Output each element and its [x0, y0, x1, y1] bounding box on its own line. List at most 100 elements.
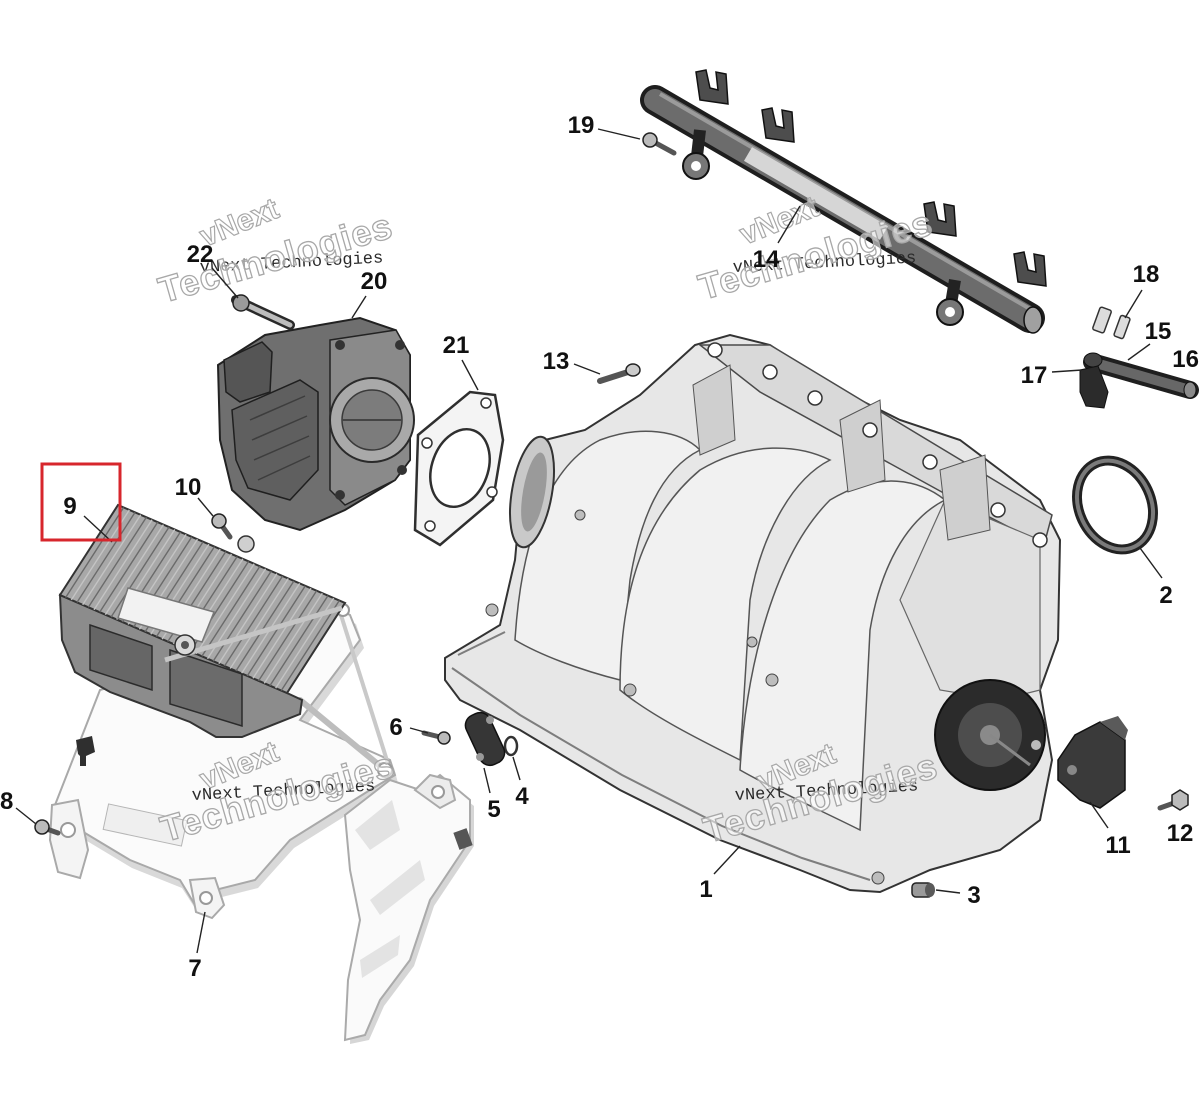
callout-22: 22 [187, 241, 214, 268]
leader-20 [351, 295, 367, 319]
callout-10: 10 [175, 474, 202, 501]
manifold-hole-4 [746, 636, 758, 648]
bolt-19-head [642, 132, 658, 148]
callout-11: 11 [1105, 832, 1130, 859]
callout-4: 4 [515, 783, 529, 810]
ecm-fin [263, 592, 323, 684]
callout-8: 8 [0, 788, 13, 815]
mounting-bracket-lower [343, 773, 474, 1044]
bracket-label-plate [102, 803, 188, 847]
leader-21 [461, 359, 479, 391]
callout-labels: 1 2 3 4 5 6 7 8 9 10 11 12 13 14 15 16 1… [0, 112, 1199, 982]
leader-7 [196, 911, 206, 954]
ecm-fin [65, 507, 125, 598]
lower-bracket-fold-2 [370, 860, 425, 915]
gasket-21-hole-1 [421, 437, 433, 449]
ecm-connector-a [89, 623, 153, 692]
gasket-21-hole-3 [486, 486, 498, 498]
manifold-plenum-panel-2 [839, 399, 886, 493]
leader-9 [83, 515, 113, 543]
fuel-rail-ear-hole-1 [691, 161, 701, 171]
ecm-fin [201, 565, 261, 657]
callout-14: 14 [753, 246, 780, 273]
ecm-fin [229, 578, 289, 669]
manifold-boss-7 [1032, 532, 1048, 548]
leader-13 [573, 363, 601, 375]
manifold-runner-c [739, 480, 947, 832]
grommet-5-hole-bottom [476, 753, 484, 761]
callout-19: 19 [568, 112, 595, 139]
clip-18-a [1092, 306, 1112, 334]
leader-15 [1127, 343, 1151, 361]
throttle-flange-hole-4 [335, 490, 345, 500]
throttle-flange-hole-3 [397, 465, 407, 475]
ecm-mount-boss-hole [181, 641, 189, 649]
gasket-21-bore [429, 427, 491, 509]
leader-2 [1139, 547, 1163, 579]
ecm-mount-tab [237, 535, 255, 553]
bracket-hole-bottom [199, 891, 213, 905]
throttle-motor-cover [231, 379, 319, 501]
callout-1: 1 [699, 876, 712, 903]
bolt-13 [597, 363, 641, 384]
fitting-22-hex [232, 294, 250, 312]
fuel-rail-mid-section [743, 147, 889, 240]
retaining-clips-18 [1092, 306, 1131, 340]
fuel-rail-14 [640, 69, 1047, 334]
bolt-12 [1157, 789, 1189, 811]
fuel-rail-end-cap [1023, 306, 1043, 334]
throttle-rib-3 [253, 435, 310, 461]
ecm-connector-b [169, 648, 243, 728]
throttle-cover-shaft [989, 733, 1031, 767]
seal-ring-2 [1072, 455, 1158, 555]
leader-4 [512, 756, 521, 781]
grommet-5-hole-top [486, 716, 494, 724]
seal-ring-2-inner [1075, 458, 1155, 552]
ecm-fin [82, 514, 142, 606]
throttle-rib-1 [249, 395, 306, 421]
leader-10 [197, 497, 214, 517]
ecm-fin [269, 595, 329, 687]
bolt-8 [34, 819, 61, 836]
lower-bracket-clip [453, 828, 473, 850]
leader-8 [15, 807, 37, 825]
throttle-cover-screw [1031, 740, 1041, 750]
bracket-arm-rod-edge [338, 611, 392, 771]
ecm-fin [212, 570, 272, 662]
ecm-fin [252, 587, 312, 679]
callout-18: 18 [1133, 261, 1160, 288]
bolt-6 [421, 730, 451, 745]
bolt-6-shank [421, 730, 443, 740]
manifold-boss-1 [707, 342, 723, 358]
ecm-fin [76, 511, 136, 603]
callout-17: 17 [1021, 362, 1048, 389]
leader-14 [777, 205, 801, 244]
manifold-boss-6 [990, 502, 1006, 518]
fuel-rail-ear-hole-2 [945, 307, 955, 317]
lower-bracket-fold-1 [355, 800, 400, 850]
fuel-rail-fork-2 [761, 107, 795, 143]
throttle-flange-hole-1 [335, 340, 345, 350]
throttle-body-20 [216, 316, 415, 532]
ecm-fin [87, 516, 147, 608]
manifold-flange-rim [451, 667, 871, 881]
bolt-10 [211, 513, 233, 540]
throttle-connector [223, 341, 273, 403]
leader-11 [1089, 801, 1109, 829]
lower-bracket-hole [431, 785, 445, 799]
leader-lines [15, 128, 1163, 954]
gasket-21 [413, 390, 505, 547]
manifold-hole-5 [574, 509, 586, 521]
leader-22 [211, 267, 239, 299]
callout-20: 20 [361, 268, 388, 295]
ecm-module-9 [58, 503, 347, 738]
throttle-flange-hole-2 [395, 340, 405, 350]
lower-bracket-fold-3 [360, 935, 400, 978]
callout-9: 9 [63, 493, 76, 520]
leader-19 [597, 128, 641, 140]
throttle-rib-2 [251, 415, 308, 441]
injector-tip-seal-16 [1183, 381, 1197, 399]
callout-16: 16 [1172, 346, 1199, 373]
sleeve-3 [911, 882, 935, 898]
